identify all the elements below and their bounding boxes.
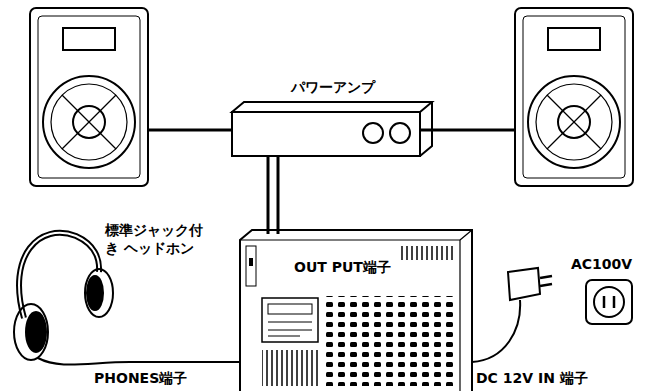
speaker-right (515, 8, 633, 186)
amp-label: パワーアンプ (290, 79, 376, 97)
wall-outlet (586, 280, 632, 324)
terminal-label: DC 12V IN 端子 (474, 370, 590, 387)
speaker-wire (420, 129, 515, 132)
output-cable (277, 156, 280, 234)
outlet-label: AC100V (570, 256, 633, 274)
speaker-left (30, 8, 148, 186)
rhythm-machine (240, 230, 472, 391)
outlet-label: AC100V (570, 256, 633, 274)
amp-label: パワーアンプ (290, 79, 376, 97)
output-cable (267, 156, 270, 234)
ac-adapter (472, 268, 552, 362)
power-amp (232, 102, 432, 156)
headphone-label: 標準ジャック付き ヘッドホン (104, 222, 216, 257)
terminal-label: OUT PUT端子 (292, 259, 393, 276)
headphone-label: 標準ジャック付き ヘッドホン (104, 222, 216, 257)
terminal-label: PHONES端子 (92, 370, 189, 387)
speaker-wire (148, 129, 232, 132)
